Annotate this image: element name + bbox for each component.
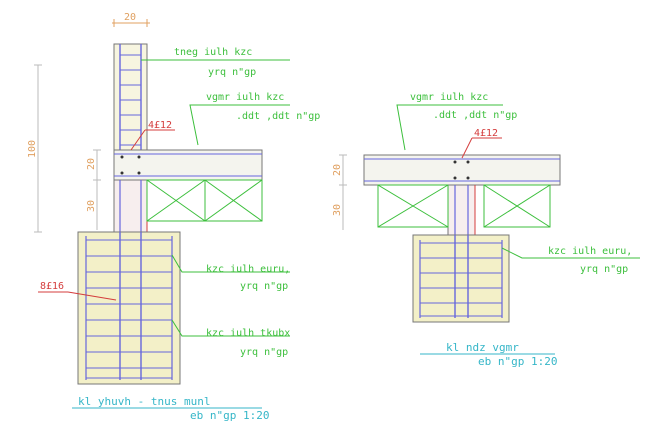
left-callout-footing2-line2: yrq n"gp — [240, 347, 288, 358]
left-callout-slab-line1: vgmr iulh kzc — [206, 92, 284, 103]
right-title-line2: eb n"gp 1:20 — [478, 355, 557, 368]
left-footing — [77, 231, 181, 385]
right-callout-slab: vgmr iulh kzc .ddt ,ddt n"gp — [396, 92, 517, 151]
left-callout-footing-1: kzc iulh euru, yrq n"gp — [171, 254, 290, 292]
left-title-block: kl yhuvh - tnus munl eb n"gp 1:20 — [72, 395, 269, 422]
right-rebar-label-top: 4£12 — [474, 128, 498, 139]
left-dim-beam-label: 30 — [86, 200, 97, 212]
left-callout-wall: tneg iulh kzc yrq n"gp — [141, 47, 290, 78]
right-dim-beam-label: 30 — [332, 204, 343, 216]
right-callout-footing-line2: yrq n"gp — [580, 264, 628, 275]
left-callout-footing-2: kzc iulh tkubx yrq n"gp — [171, 319, 290, 358]
left-dim-slab-label: 20 — [86, 158, 97, 170]
left-vertical-dimension: 100 — [27, 64, 42, 233]
right-title-block: kl ndz vgmr eb n"gp 1:20 — [420, 341, 557, 368]
right-hollow-blocks-right — [483, 184, 551, 228]
left-beam — [113, 179, 148, 235]
right-callout-rebar-top: 4£12 — [461, 128, 502, 159]
left-callout-wall-line2: yrq n"gp — [208, 67, 256, 78]
right-callout-footing: kzc iulh euru, yrq n"gp — [501, 246, 640, 275]
right-callout-slab-line2: .ddt ,ddt n"gp — [433, 110, 517, 121]
right-slab-beam-dimensions: 20 30 — [332, 154, 347, 230]
left-callout-slab: vgmr iulh kzc .ddt ,ddt n"gp — [189, 92, 320, 146]
left-callout-slab-line2: .ddt ,ddt n"gp — [236, 111, 320, 122]
right-callout-footing-line1: kzc iulh euru, — [548, 246, 632, 257]
left-callout-wall-line1: tneg iulh kzc — [174, 47, 252, 58]
left-callout-footing1-line1: kzc iulh euru, — [206, 264, 290, 275]
right-dim-slab-label: 20 — [332, 164, 343, 176]
left-callout-rebar-top: 4£12 — [130, 120, 175, 151]
right-title-line1: kl ndz vgmr — [446, 341, 519, 354]
left-dim-top-label: 20 — [124, 12, 136, 23]
left-callout-rebar-side: 8£16 — [38, 281, 117, 301]
left-dim-total-label: 100 — [27, 140, 38, 158]
left-detail: 20 100 20 30 — [27, 12, 320, 422]
left-hollow-blocks — [146, 179, 263, 222]
right-callout-slab-line1: vgmr iulh kzc — [410, 92, 488, 103]
left-callout-footing1-line2: yrq n"gp — [240, 281, 288, 292]
left-title-line2: eb n"gp 1:20 — [190, 409, 269, 422]
right-beam — [447, 184, 476, 236]
left-slab-beam-dimensions: 20 30 — [86, 149, 101, 230]
left-wall-column — [113, 43, 148, 151]
left-slab — [113, 149, 263, 181]
left-callout-footing2-line1: kzc iulh tkubx — [206, 328, 290, 339]
right-slab — [363, 154, 561, 186]
left-rebar-label-side: 8£16 — [40, 281, 64, 292]
left-top-dimension: 20 — [112, 12, 150, 27]
left-rebar-label-top: 4£12 — [148, 120, 172, 131]
right-detail: 20 30 — [332, 92, 640, 368]
right-hollow-blocks-left — [377, 184, 449, 228]
right-footing — [412, 234, 510, 323]
left-title-line1: kl yhuvh - tnus munl — [78, 395, 210, 408]
